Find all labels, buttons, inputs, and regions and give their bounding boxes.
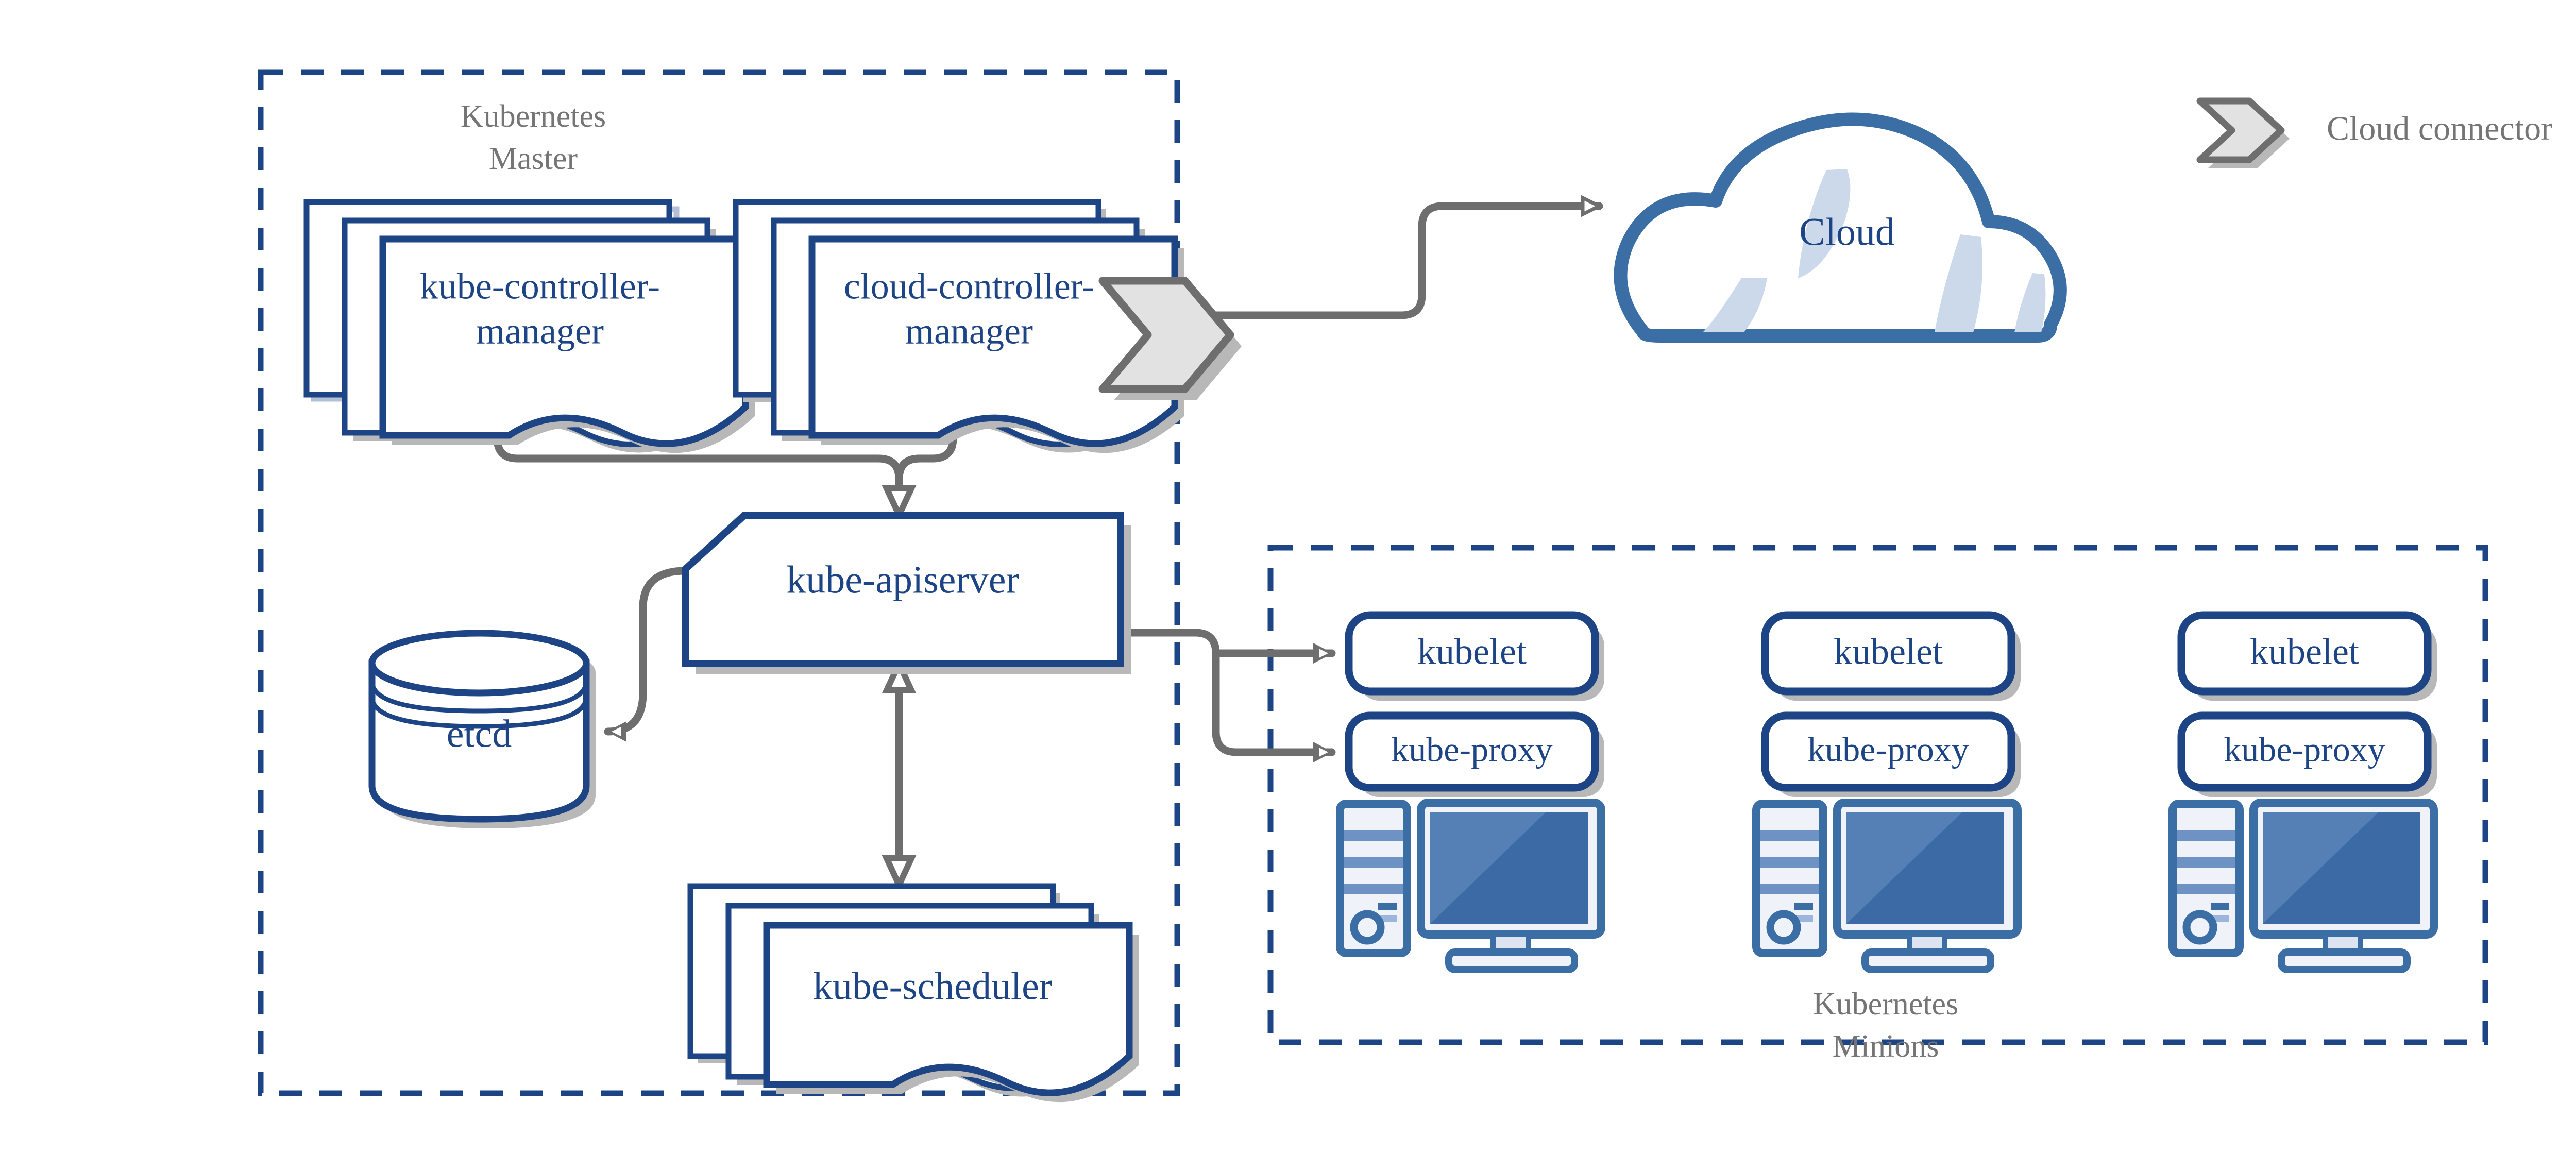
- tower-slot-2: [2177, 857, 2235, 868]
- tower-power-button: [1766, 910, 1801, 945]
- etcd-label: etcd: [447, 712, 512, 755]
- kubelet-box[interactable]: [1345, 611, 1599, 696]
- minions-group-label-line1: Kubernetes: [1813, 987, 1958, 1022]
- minion-3-kube-proxy-label: kube-proxy: [2224, 730, 2385, 769]
- cloud-accents: [1703, 169, 2046, 332]
- kube-proxy-box[interactable]: [2177, 711, 2432, 792]
- arrowhead-up-to-apiserver: [882, 656, 917, 693]
- minion-2-kubelet-label: kubelet: [1834, 631, 1943, 672]
- legend-cloud-connector: Cloud connector: [2196, 97, 2552, 168]
- node-kube-scheduler[interactable]: kube-scheduler: [687, 883, 1139, 1103]
- connector-cloud-controller-manager-to-cloud: [1129, 206, 1603, 319]
- tower-led-1: [1378, 903, 1397, 910]
- computer-tower: [1336, 800, 1411, 957]
- computer-tower: [2168, 800, 2244, 957]
- tower-slot-3: [2177, 884, 2235, 894]
- cloud-connector-icon: [2196, 97, 2285, 163]
- minions-group-label-line2: Minions: [1833, 1029, 1939, 1064]
- monitor-screen-highlight: [2263, 812, 2378, 924]
- node-cloud[interactable]: Cloud: [1614, 112, 2067, 343]
- arrowhead-down-to-scheduler: [882, 855, 917, 893]
- kube-proxy-box[interactable]: [1345, 711, 1599, 792]
- connector-apiserver-to-minions: [1102, 622, 1336, 762]
- monitor-base: [2278, 948, 2411, 973]
- doc-sheet-front: [808, 235, 1178, 447]
- tower-power-button: [2182, 910, 2217, 945]
- etcd-top-ellipse: [368, 630, 590, 697]
- computer-tower: [1752, 800, 1827, 957]
- monitor-screen-highlight: [1430, 812, 1546, 924]
- tower-slot-1: [2177, 830, 2235, 841]
- tower-slot-3: [1760, 884, 1819, 894]
- node-cloud-controller-manager[interactable]: cloud-controller- manager: [733, 199, 1184, 453]
- connector-apiserver-scheduler: [882, 656, 917, 893]
- tower-led-1: [2211, 903, 2229, 910]
- tower-slot-1: [1760, 830, 1819, 841]
- kube-proxy-box[interactable]: [1761, 711, 2015, 792]
- computer-icon: [1336, 799, 1605, 973]
- connector-apiserver-to-controller-managers: [497, 428, 957, 523]
- etcd-rim-line-1: [369, 681, 589, 714]
- cloud-label: Cloud: [1799, 210, 1895, 253]
- kube-controller-manager-label-line1: kube-controller-: [420, 266, 660, 307]
- group-kubernetes-master: Kubernetes Master: [258, 69, 1180, 1096]
- computer-icon: [1752, 799, 2022, 973]
- monitor-base: [1445, 948, 1578, 973]
- kube-controller-manager-label-line2: manager: [476, 311, 604, 352]
- minion-node-3: kubelet kube-proxy: [2168, 611, 2438, 973]
- connector-branch-kube-proxy: [1102, 622, 1336, 762]
- node-kube-controller-manager[interactable]: kube-controller- manager: [303, 199, 755, 453]
- apiserver-body: [682, 512, 1124, 667]
- kubelet-box[interactable]: [1761, 611, 2015, 696]
- legend-label: Cloud connector: [2327, 110, 2552, 147]
- doc-sheet-front: [379, 235, 749, 447]
- doc-sheet-front: [763, 922, 1133, 1096]
- tower-slot-2: [1344, 857, 1403, 868]
- minion-3-kubelet-label: kubelet: [2250, 631, 2359, 672]
- group-kubernetes-minions: Kubernetes Minions: [1267, 545, 2488, 1064]
- connector-line-etcd: [604, 560, 704, 742]
- cloud-controller-manager-label-line1: cloud-controller-: [844, 266, 1094, 307]
- tower-power-button: [1350, 910, 1385, 945]
- minion-2-kube-proxy-label: kube-proxy: [1807, 730, 1969, 769]
- monitor-screen-highlight: [1846, 812, 1962, 924]
- tower-slot-3: [1344, 884, 1403, 894]
- cloud-connector-icon-on-ccm: [1098, 277, 1242, 400]
- master-group-label-line1: Kubernetes: [461, 99, 606, 134]
- connector-line-cloud: [1129, 206, 1603, 319]
- kube-scheduler-label: kube-scheduler: [813, 964, 1052, 1008]
- minion-1-kubelet-label: kubelet: [1417, 631, 1527, 672]
- connector-to-cloud-controller-manager: [895, 428, 957, 483]
- node-kube-apiserver[interactable]: kube-apiserver: [682, 512, 1131, 674]
- tower-led-1: [1794, 903, 1813, 910]
- node-etcd[interactable]: etcd: [368, 630, 596, 828]
- etcd-body: [368, 659, 590, 823]
- etcd-rim-line-2: [369, 696, 589, 729]
- monitor-base: [1861, 948, 1994, 973]
- minion-node-2: kubelet kube-proxy: [1752, 611, 2022, 973]
- cloud-connector-chevron: [1098, 277, 1234, 393]
- master-group-label-line2: Master: [489, 141, 578, 176]
- computer-icon: [2168, 799, 2438, 973]
- minion-node-1: kubelet kube-proxy: [1336, 611, 1605, 973]
- tower-slot-2: [1760, 857, 1819, 868]
- kube-apiserver-label: kube-apiserver: [786, 558, 1019, 601]
- arrowhead-down-into-apiserver: [882, 485, 917, 523]
- master-dashed-border: [258, 69, 1180, 1096]
- minions-dashed-border: [1267, 545, 2488, 1045]
- minion-1-kube-proxy-label: kube-proxy: [1391, 730, 1552, 769]
- kubelet-box[interactable]: [2177, 611, 2432, 696]
- cloud-controller-manager-label-line2: manager: [905, 311, 1033, 352]
- tower-slot-1: [1344, 830, 1403, 841]
- connector-apiserver-etcd: [604, 560, 704, 742]
